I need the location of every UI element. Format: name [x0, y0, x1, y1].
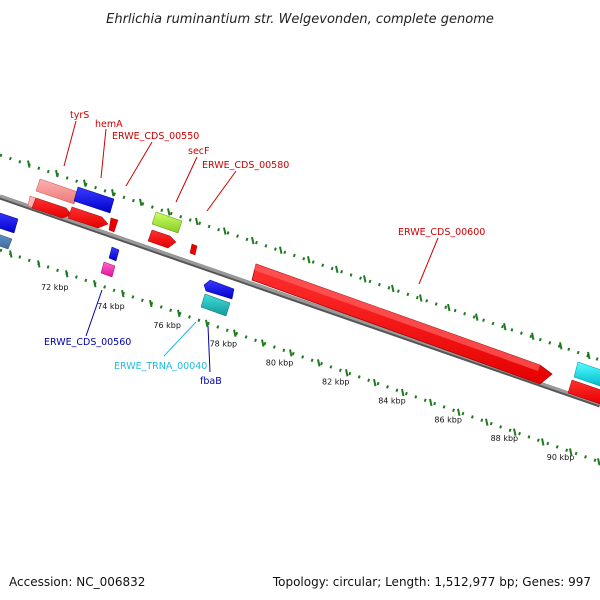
- inner-major-tick: [9, 250, 13, 258]
- ruler-tick-label: 80 kbp: [266, 359, 294, 368]
- feature-track: [0, 178, 600, 405]
- inner-major-tick: [485, 418, 489, 426]
- leader-erwe-trna-00040: [163, 321, 197, 357]
- gene-red-arrow-1[interactable]: [31, 197, 73, 219]
- outer-ruler-track: [0, 153, 600, 362]
- gene-blue-edge-outer[interactable]: [0, 211, 19, 234]
- outer-major-tick: [139, 198, 143, 207]
- outer-major-tick: [559, 342, 563, 350]
- inner-major-tick: [121, 289, 125, 298]
- label-erwe-trna-00040: ERWE_TRNA_00040: [114, 361, 207, 372]
- label-hemA: hemA: [95, 119, 123, 130]
- gene-tyrS[interactable]: [35, 178, 79, 205]
- outer-major-tick: [335, 265, 339, 274]
- inner-major-tick: [569, 448, 573, 456]
- inner-major-tick: [401, 388, 405, 397]
- leader-erwe-cds-00560: [85, 289, 103, 337]
- gene-erwe-cds-00560-blue[interactable]: [108, 246, 120, 262]
- inner-ruler-major-ticks: [9, 250, 600, 466]
- ruler-tick-label: 76 kbp: [153, 321, 181, 330]
- outer-major-tick: [111, 189, 115, 197]
- outer-major-tick: [587, 351, 591, 360]
- inner-major-tick: [149, 299, 153, 308]
- inner-major-tick: [345, 369, 349, 377]
- inner-major-tick: [65, 270, 69, 278]
- outer-major-tick: [251, 236, 255, 245]
- inner-major-tick: [289, 349, 293, 357]
- inner-major-tick: [177, 309, 181, 318]
- genome-summary-text: Topology: circular; Length: 1,512,977 bp…: [272, 575, 591, 589]
- outer-major-tick: [195, 217, 199, 226]
- outer-ruler-major-ticks: [27, 160, 591, 360]
- inner-major-tick: [597, 458, 600, 466]
- label-erwe-cds-00560: ERWE_CDS_00560: [44, 337, 131, 348]
- ruler-tick-label: 86 kbp: [434, 415, 462, 424]
- inner-major-tick: [373, 378, 377, 387]
- gene-steel-edge-inner[interactable]: [0, 232, 13, 250]
- ruler-tick-label: 90 kbp: [547, 453, 575, 462]
- leader-secF: [175, 156, 198, 203]
- ruler-tick-labels: 72 kbp 74 kbp 76 kbp 78 kbp 80 kbp 82 kbp 84 k…: [41, 283, 574, 462]
- outer-major-tick: [363, 275, 367, 283]
- label-fbaB: fbaB: [200, 376, 222, 387]
- accession-text: Accession: NC_006832: [9, 575, 145, 589]
- inner-major-tick: [317, 359, 321, 367]
- ruler-tick-label: 84 kbp: [378, 396, 406, 405]
- inner-major-tick: [513, 428, 517, 436]
- outer-major-tick: [83, 179, 87, 187]
- outer-major-tick: [27, 160, 31, 168]
- leader-erwe-cds-00600: [418, 237, 439, 285]
- ruler-tick-label: 78 kbp: [210, 340, 238, 349]
- leader-erwe-cds-00580: [206, 170, 237, 212]
- ruler-tick-label: 74 kbp: [97, 302, 125, 311]
- inner-major-tick: [261, 339, 265, 347]
- outer-major-tick: [531, 332, 535, 340]
- ruler-tick-label: 88 kbp: [491, 434, 519, 443]
- ruler-tick-label: 82 kbp: [322, 378, 350, 387]
- gene-hemA[interactable]: [73, 186, 115, 214]
- outer-major-tick: [167, 208, 171, 216]
- inner-major-tick: [429, 398, 433, 407]
- leader-fbaB: [207, 325, 211, 373]
- inner-major-tick: [233, 329, 237, 337]
- gene-erwe-cds-00600-highlight: [254, 264, 540, 371]
- outer-major-tick: [307, 256, 311, 264]
- outer-major-tick: [419, 294, 423, 302]
- gene-red-small-2[interactable]: [189, 243, 198, 256]
- outer-major-tick: [279, 246, 283, 254]
- gene-red-arrow-2[interactable]: [67, 206, 109, 229]
- outer-major-tick: [475, 313, 479, 321]
- leader-tyrS: [63, 120, 77, 167]
- inner-major-tick: [37, 260, 41, 268]
- outer-major-tick: [447, 303, 451, 312]
- outer-major-tick: [391, 284, 395, 293]
- gene-red-edge[interactable]: [567, 379, 600, 405]
- outer-major-tick: [55, 169, 59, 178]
- inner-major-tick: [541, 438, 545, 446]
- label-erwe-cds-00600: ERWE_CDS_00600: [398, 227, 485, 238]
- map-title: Ehrlichia ruminantium str. Welgevonden, …: [106, 12, 494, 27]
- label-erwe-cds-00550: ERWE_CDS_00550: [112, 131, 199, 142]
- ruler-tick-label: 72 kbp: [41, 283, 69, 292]
- gene-fbaB[interactable]: [203, 279, 235, 300]
- gene-red-small-1[interactable]: [108, 217, 119, 233]
- gene-secF[interactable]: [151, 211, 183, 234]
- leader-erwe-cds-00550: [125, 141, 153, 187]
- inner-major-tick: [205, 319, 209, 327]
- gene-cyan-edge[interactable]: [573, 361, 600, 387]
- label-tyrS: tyrS: [70, 110, 89, 121]
- leader-hemA: [100, 128, 107, 179]
- inner-ruler-track: [0, 248, 600, 464]
- inner-major-tick: [457, 408, 461, 417]
- label-secF: secF: [188, 146, 209, 157]
- inner-major-tick: [93, 280, 97, 288]
- outer-major-tick: [223, 227, 227, 235]
- gene-red-arrow-3[interactable]: [147, 229, 177, 249]
- label-erwe-cds-00580: ERWE_CDS_00580: [202, 160, 289, 171]
- gene-erwe-trna-00040[interactable]: [200, 293, 231, 317]
- gene-erwe-cds-00560-magenta[interactable]: [100, 261, 116, 278]
- outer-major-tick: [503, 322, 507, 331]
